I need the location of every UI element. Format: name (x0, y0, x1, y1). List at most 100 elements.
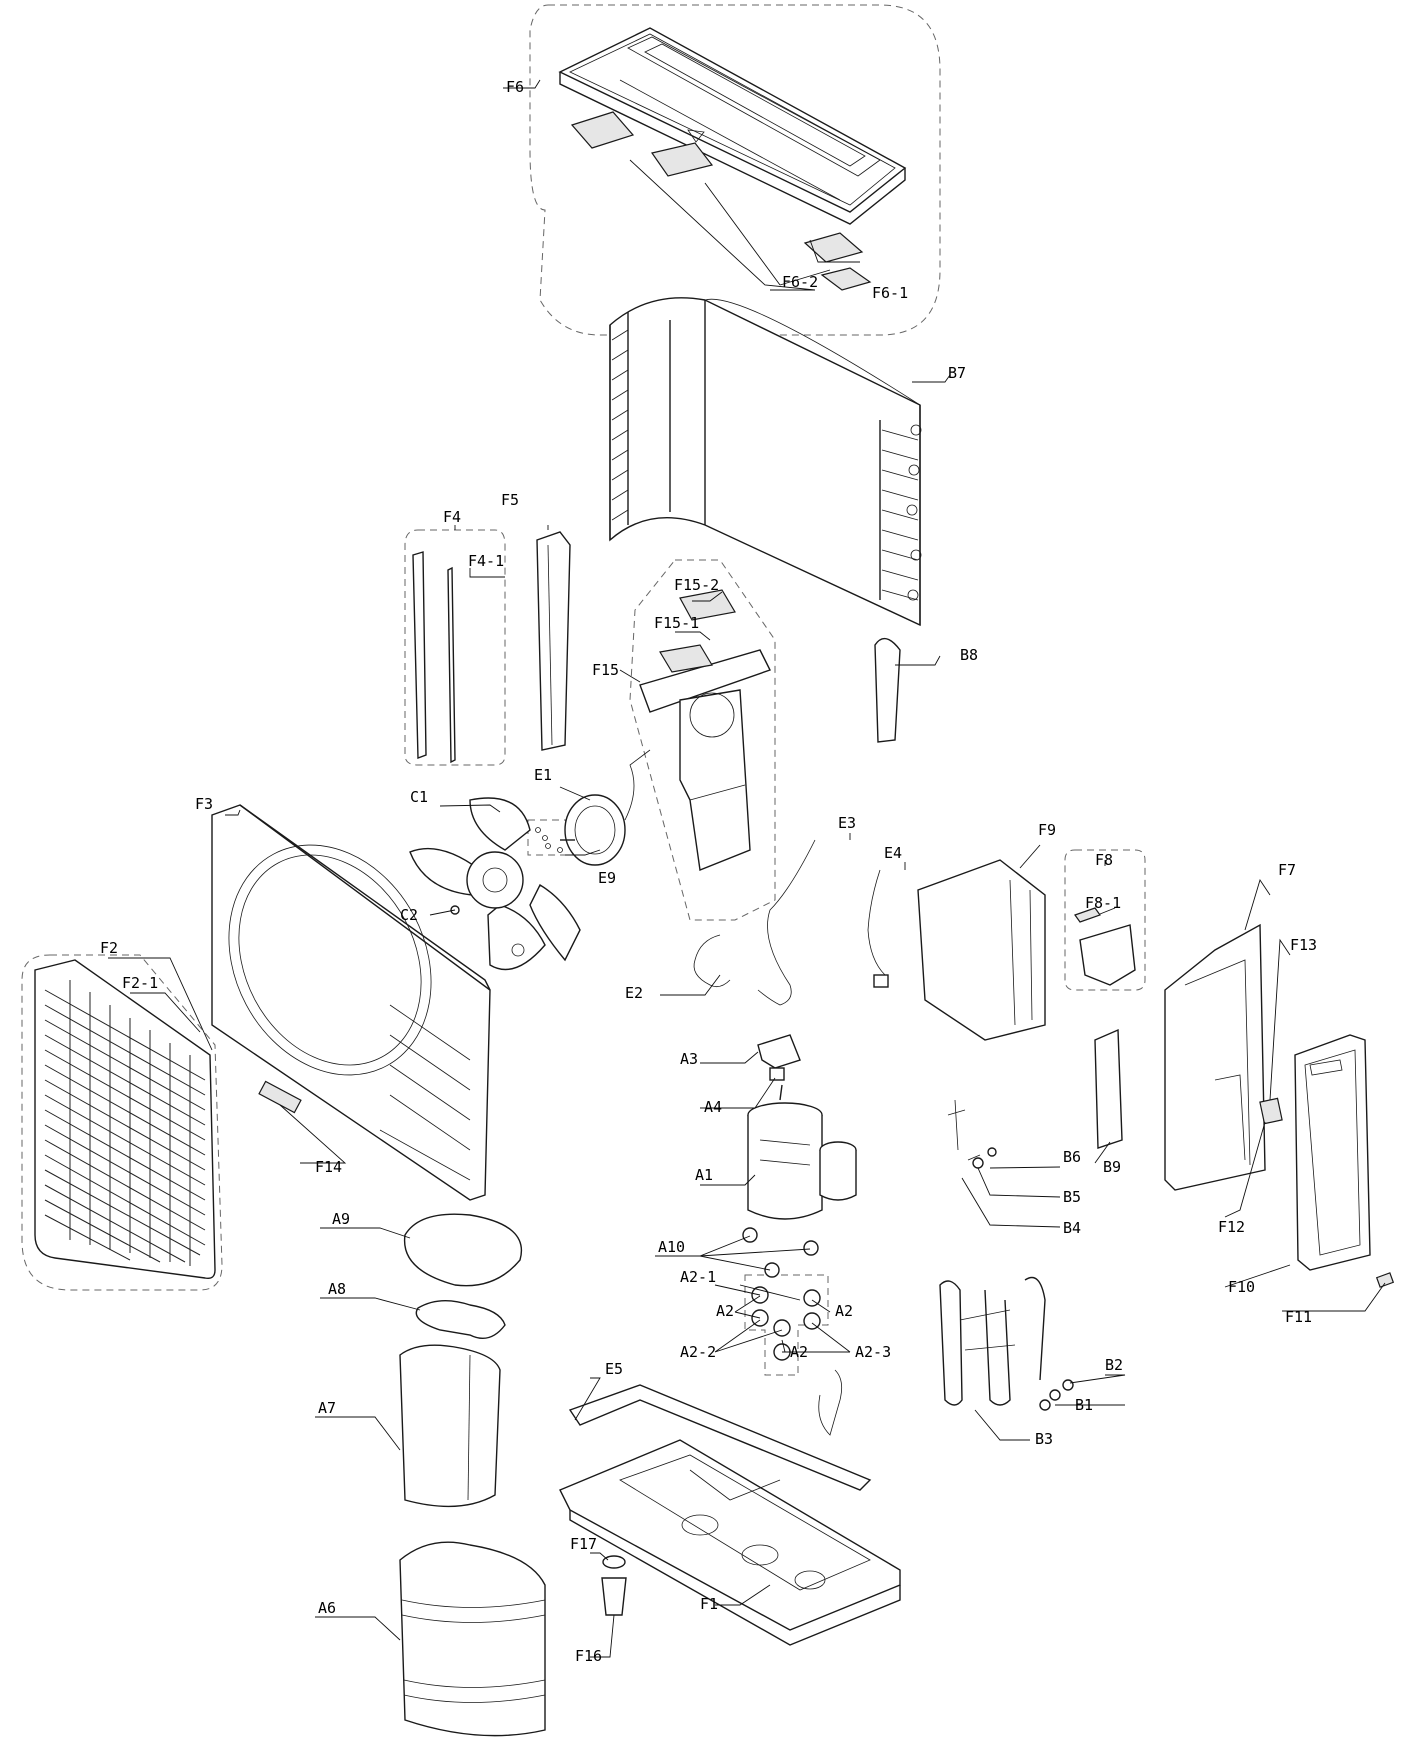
label-f3: F3 (195, 795, 213, 813)
label-a2-3: A2-3 (855, 1343, 891, 1361)
a4-terminal (769, 1067, 785, 1081)
label-f7: F7 (1278, 861, 1296, 879)
b8-insulation (874, 637, 901, 743)
a6-jacket (399, 1541, 546, 1737)
label-f8: F8 (1095, 851, 1113, 869)
f17-gasket (602, 1555, 626, 1569)
group-outline-f15 (629, 559, 776, 921)
base-pan-icon (559, 1439, 901, 1646)
f12-terminal (1259, 1097, 1283, 1125)
compressor-icon (747, 1084, 857, 1220)
fan-blade-icon (409, 797, 581, 971)
f4-bracket (412, 551, 427, 760)
label-f10: F10 (1228, 1278, 1255, 1296)
label-c1: C1 (410, 788, 428, 806)
label-a3: A3 (680, 1050, 698, 1068)
label-c2: C2 (400, 906, 418, 924)
label-b9: B9 (1103, 1158, 1121, 1176)
f7-panel-detail (1184, 959, 1251, 1166)
valve-assembly-icon (939, 1276, 1074, 1411)
a10-nuts (742, 1227, 819, 1278)
f7-panel (1164, 923, 1266, 1191)
label-f2-1: F2-1 (122, 974, 158, 992)
leader-lines (108, 79, 1386, 1658)
part-labels: F6 F6-2 F6-1 B7 F4 F5 F4-1 F15-2 F15-1 F… (100, 78, 1317, 1665)
f10-panel-detail (1304, 1049, 1361, 1256)
label-f13: F13 (1290, 936, 1317, 954)
label-a4: A4 (704, 1098, 722, 1116)
label-f9: F9 (1038, 821, 1056, 839)
label-a6: A6 (318, 1599, 336, 1617)
front-grille-icon (34, 959, 216, 1280)
a8-sound-pad (415, 1300, 506, 1339)
label-f14: F14 (315, 1158, 342, 1176)
label-a8: A8 (328, 1280, 346, 1298)
e5-sensor-wire (818, 1369, 843, 1436)
b6-cap (987, 1147, 997, 1157)
label-f11: F11 (1285, 1308, 1312, 1326)
label-e4: E4 (884, 844, 902, 862)
a7-jacket (399, 1344, 501, 1508)
f9-panel (917, 859, 1046, 1041)
label-e1: E1 (534, 766, 552, 784)
group-outline-f8 (1064, 849, 1146, 991)
label-a7: A7 (318, 1399, 336, 1417)
top-panel-icon (558, 27, 907, 291)
label-f16: F16 (575, 1647, 602, 1665)
label-f12: F12 (1218, 1218, 1245, 1236)
f8-cover (1079, 924, 1136, 986)
label-f4-1: F4-1 (468, 552, 504, 570)
group-outline-f4 (404, 529, 506, 766)
f8-1-strip (1074, 907, 1101, 923)
f5-pillar-detail (547, 544, 553, 746)
e9-screws (535, 827, 563, 853)
label-a2-1: A2-1 (680, 1268, 716, 1286)
label-a2-2: A2-2 (680, 1343, 716, 1361)
label-f17: F17 (570, 1535, 597, 1553)
label-e9: E9 (598, 869, 616, 887)
label-a2-left: A2 (716, 1302, 734, 1320)
fan-motor-icon (560, 749, 651, 866)
front-panel-icon (211, 804, 491, 1201)
label-f4: F4 (443, 508, 461, 526)
group-outline-a2 (744, 1274, 829, 1376)
e5-insulation (568, 1384, 872, 1491)
f10-panel (1294, 1034, 1371, 1271)
label-b6: B6 (1063, 1148, 1081, 1166)
f9-panel-detail (1009, 879, 1033, 1026)
label-f8-1: F8-1 (1085, 894, 1121, 912)
label-b2: B2 (1105, 1356, 1123, 1374)
b5-cap (972, 1157, 984, 1169)
label-a2-right: A2 (835, 1302, 853, 1320)
label-f1: F1 (700, 1595, 718, 1613)
label-f6: F6 (506, 78, 524, 96)
label-e2: E2 (625, 984, 643, 1002)
f15-partition (639, 589, 771, 871)
label-a2-bottom: A2 (790, 1343, 808, 1361)
f5-pillar (536, 531, 571, 751)
group-outline-f2 (21, 954, 223, 1291)
label-a10: A10 (658, 1238, 685, 1256)
label-f15-2: F15-2 (674, 576, 719, 594)
b4-b6-valve (947, 1099, 981, 1161)
label-f15: F15 (592, 661, 619, 679)
label-f2: F2 (100, 939, 118, 957)
label-b3: B3 (1035, 1430, 1053, 1448)
a7-jacket-seam (467, 1354, 471, 1501)
label-f6-2: F6-2 (782, 273, 818, 291)
label-f6-1: F6-1 (872, 284, 908, 302)
label-b4: B4 (1063, 1219, 1081, 1237)
label-b8: B8 (960, 646, 978, 664)
label-b5: B5 (1063, 1188, 1081, 1206)
label-a9: A9 (332, 1210, 350, 1228)
f4-1-strip (447, 566, 456, 764)
a3-cover (757, 1034, 801, 1069)
a9-sound-pad (403, 1213, 522, 1287)
label-b7: B7 (948, 364, 966, 382)
label-e5: E5 (605, 1360, 623, 1378)
e3-sensor-wire (757, 839, 816, 1006)
label-e3: E3 (838, 814, 856, 832)
b9-bracket (1094, 1028, 1123, 1149)
a6-jacket-straps (401, 1599, 546, 1703)
